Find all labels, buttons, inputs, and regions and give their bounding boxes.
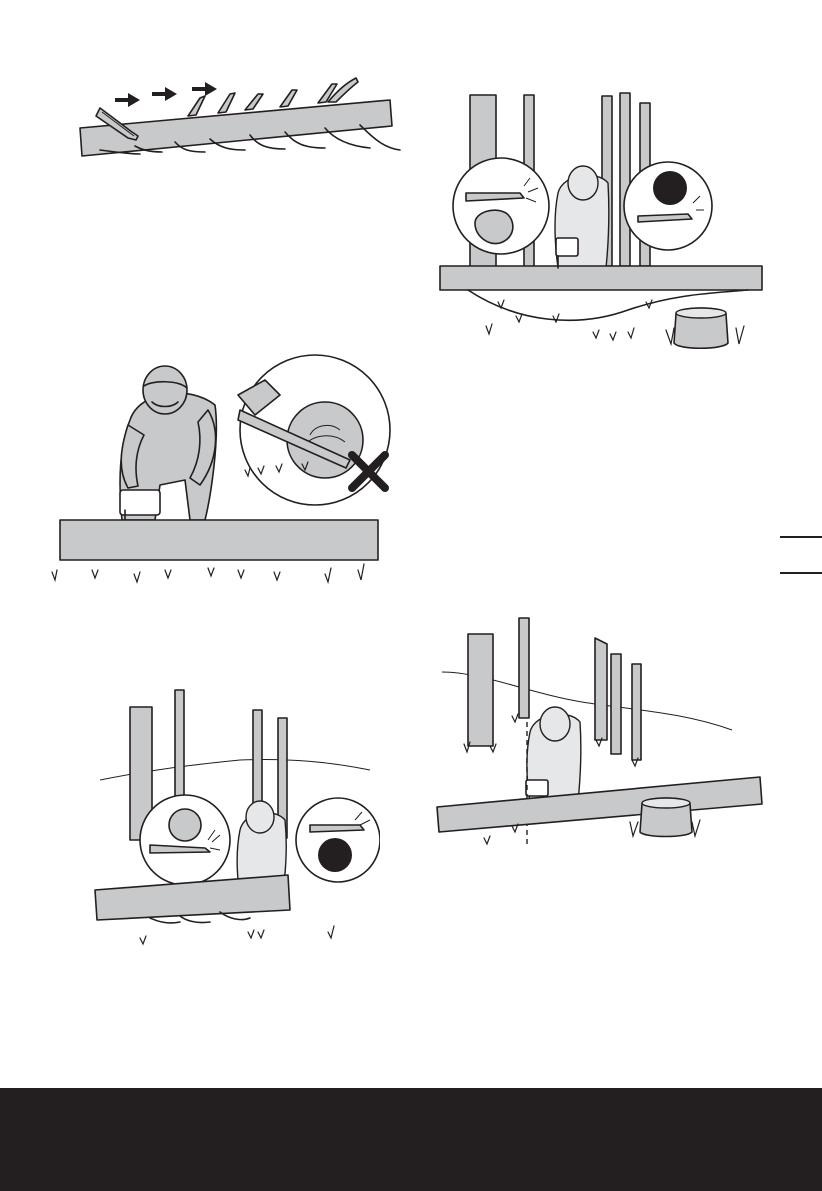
log-icon bbox=[80, 78, 400, 156]
footer-band bbox=[0, 1088, 822, 1191]
bucking-ground-illustration bbox=[40, 350, 400, 590]
delimbing-illustration bbox=[70, 70, 410, 170]
grass-icon bbox=[52, 564, 364, 582]
overcut-detail-icon bbox=[140, 795, 230, 885]
log-supported-both-ends-illustration bbox=[438, 88, 780, 356]
log-icon bbox=[60, 520, 378, 560]
log-icon bbox=[437, 777, 762, 832]
bucking-slope-illustration bbox=[432, 612, 794, 852]
operator-icon bbox=[555, 166, 609, 268]
operator-icon bbox=[526, 707, 581, 802]
cutting-detail-circle bbox=[238, 355, 390, 505]
undercut-detail-icon bbox=[453, 158, 549, 254]
log-icon bbox=[95, 875, 290, 923]
overcut-detail-icon bbox=[624, 162, 712, 250]
stump-icon bbox=[674, 308, 728, 348]
section-tab-line bbox=[780, 572, 822, 574]
section-tab-line bbox=[780, 536, 822, 538]
log-supported-one-end-illustration bbox=[90, 680, 380, 950]
stump-icon bbox=[640, 798, 692, 837]
undercut-detail-icon bbox=[296, 798, 380, 882]
grass-icon bbox=[140, 926, 334, 944]
